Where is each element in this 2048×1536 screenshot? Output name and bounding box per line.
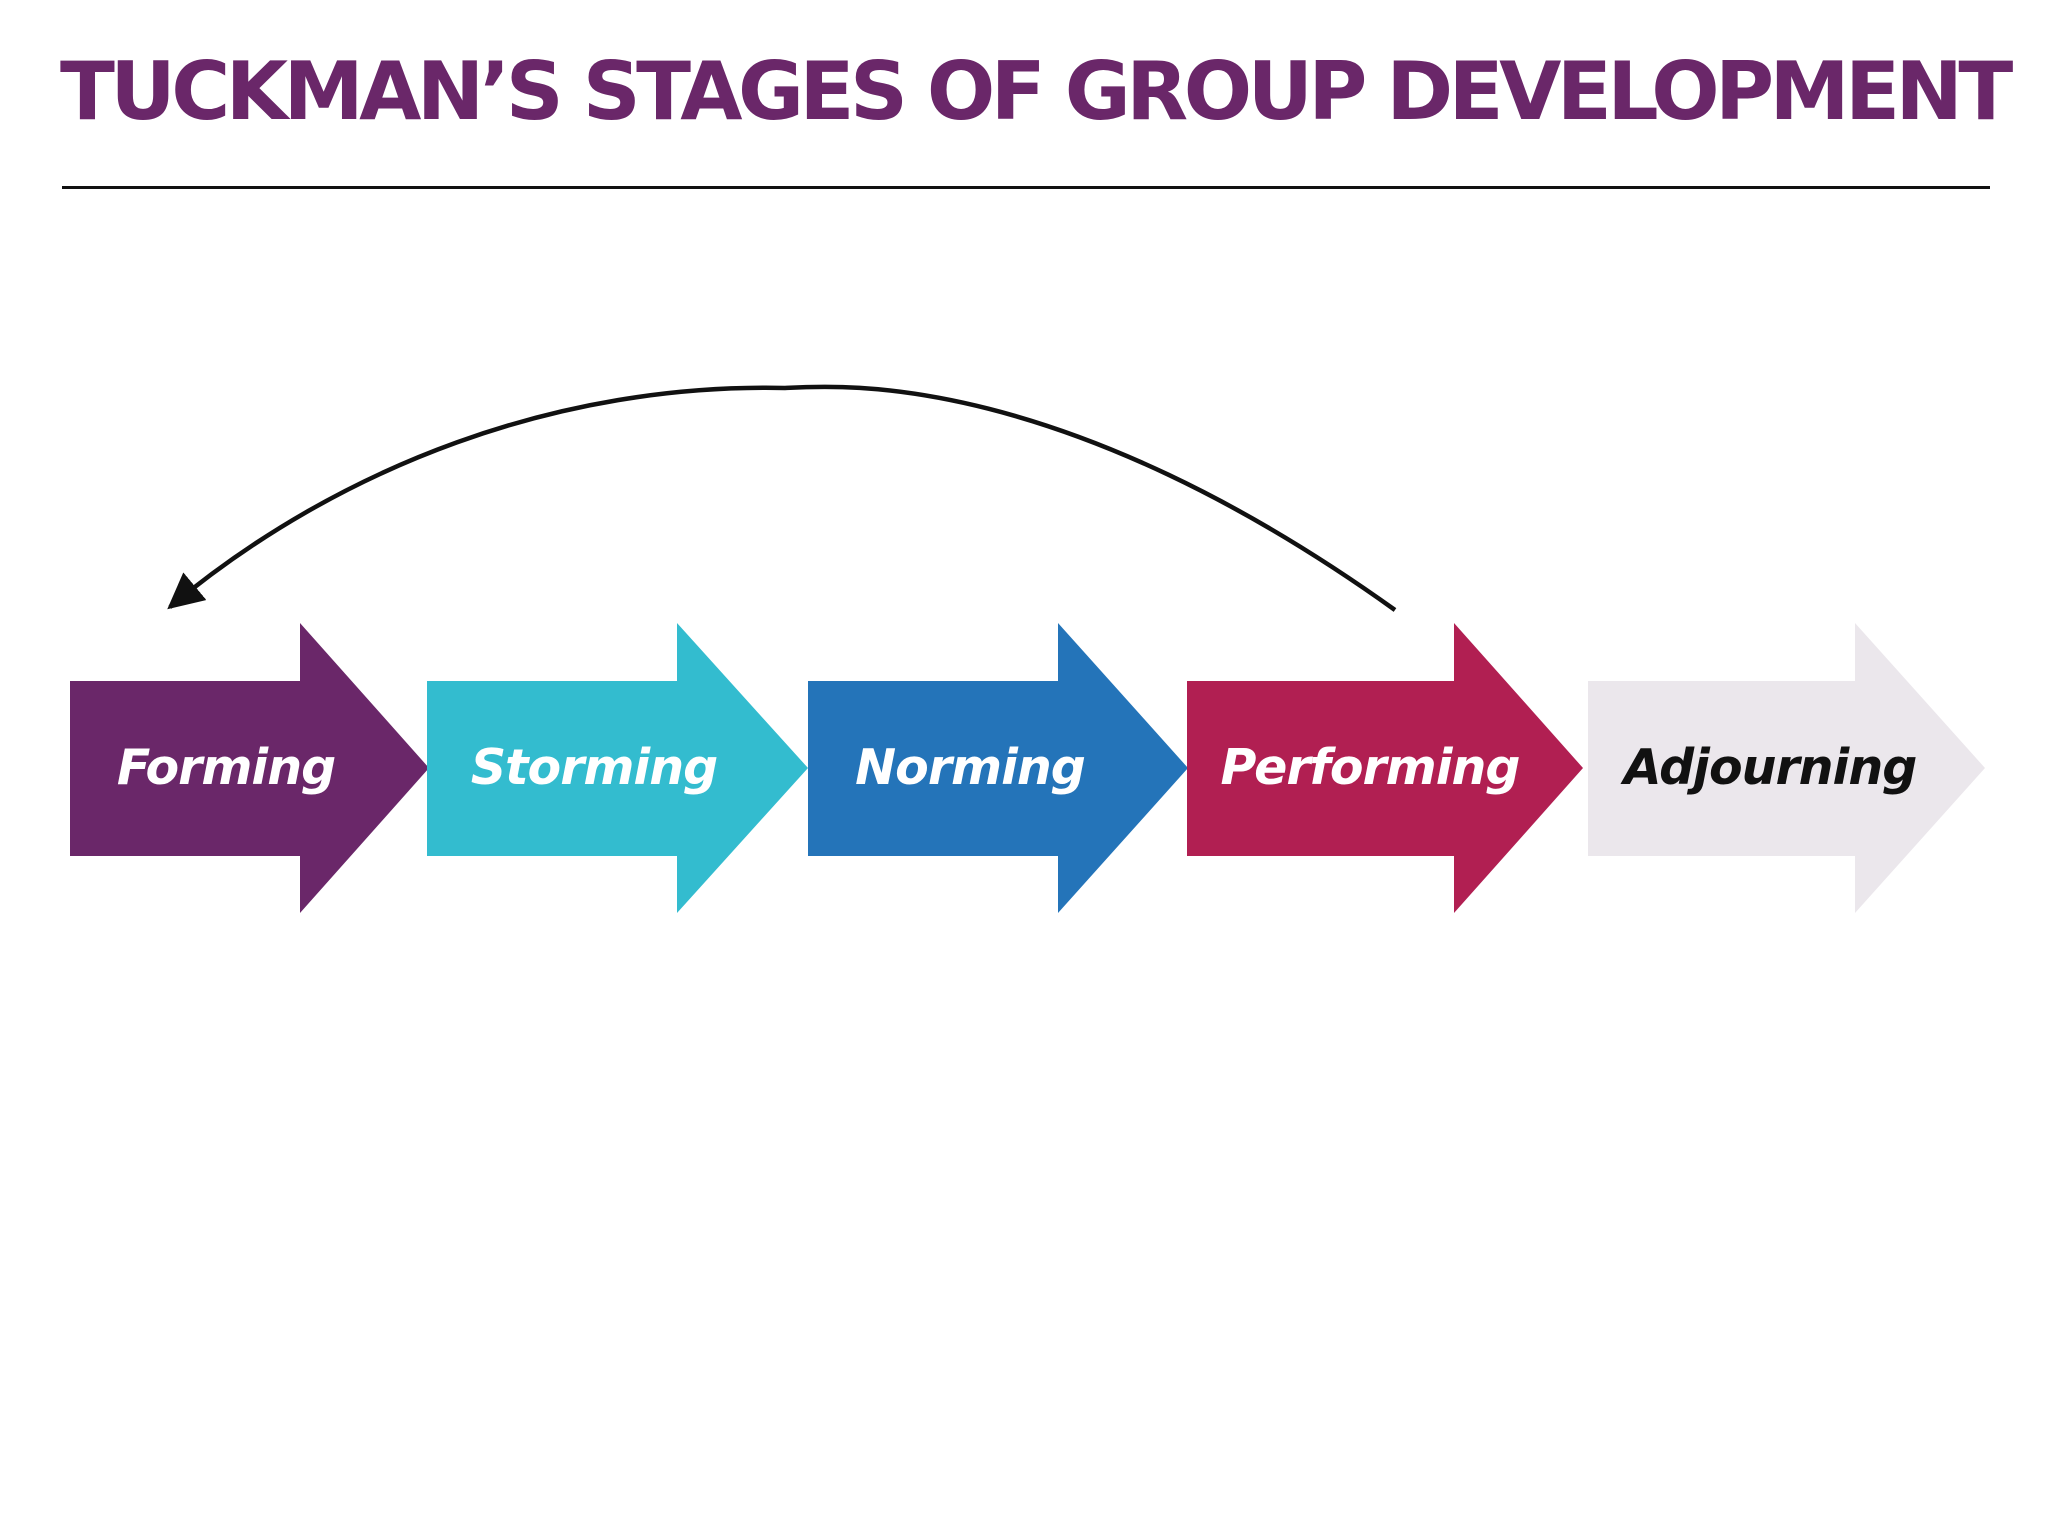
stage-label-storming: Storming (471, 739, 717, 796)
forming-arrow-shape (70, 623, 429, 913)
stage-label-forming: Forming (117, 739, 335, 796)
title-divider (62, 186, 1990, 189)
stage-label-adjourning: Adjourning (1620, 739, 1917, 796)
performing-arrow-shape (1187, 623, 1583, 913)
stage-arrow-performing: Performing (1187, 623, 1583, 913)
stage-arrow-adjourning: Adjourning (1588, 623, 1985, 913)
stage-arrow-norming: Norming (808, 623, 1188, 913)
adjourning-arrow-shape (1588, 623, 1985, 913)
stage-arrow-forming: Forming (70, 623, 429, 913)
stage-label-performing: Performing (1221, 739, 1520, 796)
cycle-back-arrow (167, 384, 1397, 612)
stage-arrow-storming: Storming (427, 623, 808, 913)
stage-label-norming: Norming (855, 739, 1085, 796)
page-title: TUCKMAN’S STAGES OF GROUP DEVELOPMENT (60, 45, 2013, 138)
norming-arrow-shape (808, 623, 1188, 913)
storming-arrow-shape (427, 623, 808, 913)
